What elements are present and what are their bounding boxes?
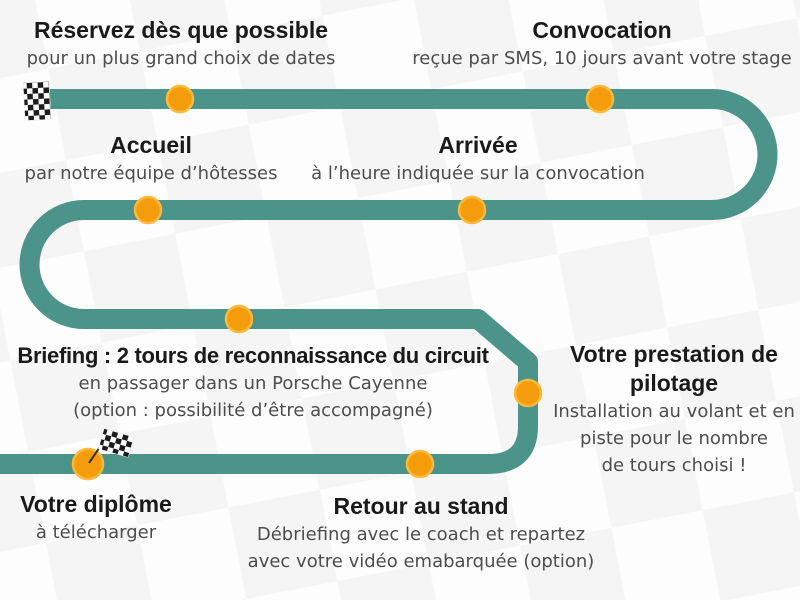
step-pilotage-title: Votre prestation de pilotage xyxy=(570,341,778,396)
waypoint-dot-convocation xyxy=(585,84,615,114)
step-reservez: Réservez dès que possible pour un plus g… xyxy=(10,16,352,72)
step-accueil: Accueil par notre équipe d’hôtesses xyxy=(0,131,302,187)
step-accueil-line: par notre équipe d’hôtesses xyxy=(24,163,278,184)
step-briefing-title: Briefing : 2 tours de reconnaissance du … xyxy=(17,343,489,368)
waypoint-dot-pilotage xyxy=(513,378,543,408)
step-arrivee: Arrivée à l’heure indiquée sur la convoc… xyxy=(302,131,654,187)
step-briefing-line: en passager dans un Porsche Cayenne xyxy=(78,373,428,394)
step-diplome-title: Votre diplôme xyxy=(20,491,172,517)
step-convocation-line: reçue par SMS, 10 jours avant votre stag… xyxy=(412,48,792,69)
step-briefing-line: (option : possibilité d’être accompagné) xyxy=(73,400,433,421)
waypoint-dot-arrivee xyxy=(457,195,487,225)
step-convocation-title: Convocation xyxy=(532,17,672,43)
step-briefing: Briefing : 2 tours de reconnaissance du … xyxy=(0,341,506,424)
step-pilotage: Votre prestation de pilotage Installatio… xyxy=(545,340,800,479)
step-pilotage-line: de tours choisi ! xyxy=(601,455,747,476)
step-arrivee-line: à l’heure indiquée sur la convocation xyxy=(311,163,645,184)
waypoint-dot-retour xyxy=(405,449,435,479)
finish-flag-icon xyxy=(88,428,135,464)
step-retour: Retour au stand Débriefing avec le coach… xyxy=(200,492,642,575)
step-reservez-line: pour un plus grand choix de dates xyxy=(26,48,336,69)
step-convocation: Convocation reçue par SMS, 10 jours avan… xyxy=(408,16,796,72)
step-pilotage-line: piste pour le nombre xyxy=(580,428,768,449)
step-accueil-title: Accueil xyxy=(110,132,192,158)
waypoint-dot-reservez xyxy=(165,84,195,114)
waypoint-dot-diplome xyxy=(71,447,105,481)
road-path xyxy=(0,89,778,474)
step-diplome: Votre diplôme à télécharger xyxy=(0,490,192,546)
step-reservez-title: Réservez dès que possible xyxy=(33,17,328,43)
step-diplome-line: à télécharger xyxy=(35,522,157,543)
waypoint-dot-accueil xyxy=(133,195,163,225)
start-flag-icon xyxy=(22,81,52,121)
waypoint-dot-briefing xyxy=(224,304,254,334)
step-retour-title: Retour au stand xyxy=(333,493,509,519)
step-arrivee-title: Arrivée xyxy=(438,132,518,158)
step-retour-line: Débriefing avec le coach et repartez xyxy=(256,524,586,545)
step-retour-line: avec votre vidéo emabarquée (option) xyxy=(247,551,595,572)
step-pilotage-line: Installation au volant et en xyxy=(553,401,795,422)
